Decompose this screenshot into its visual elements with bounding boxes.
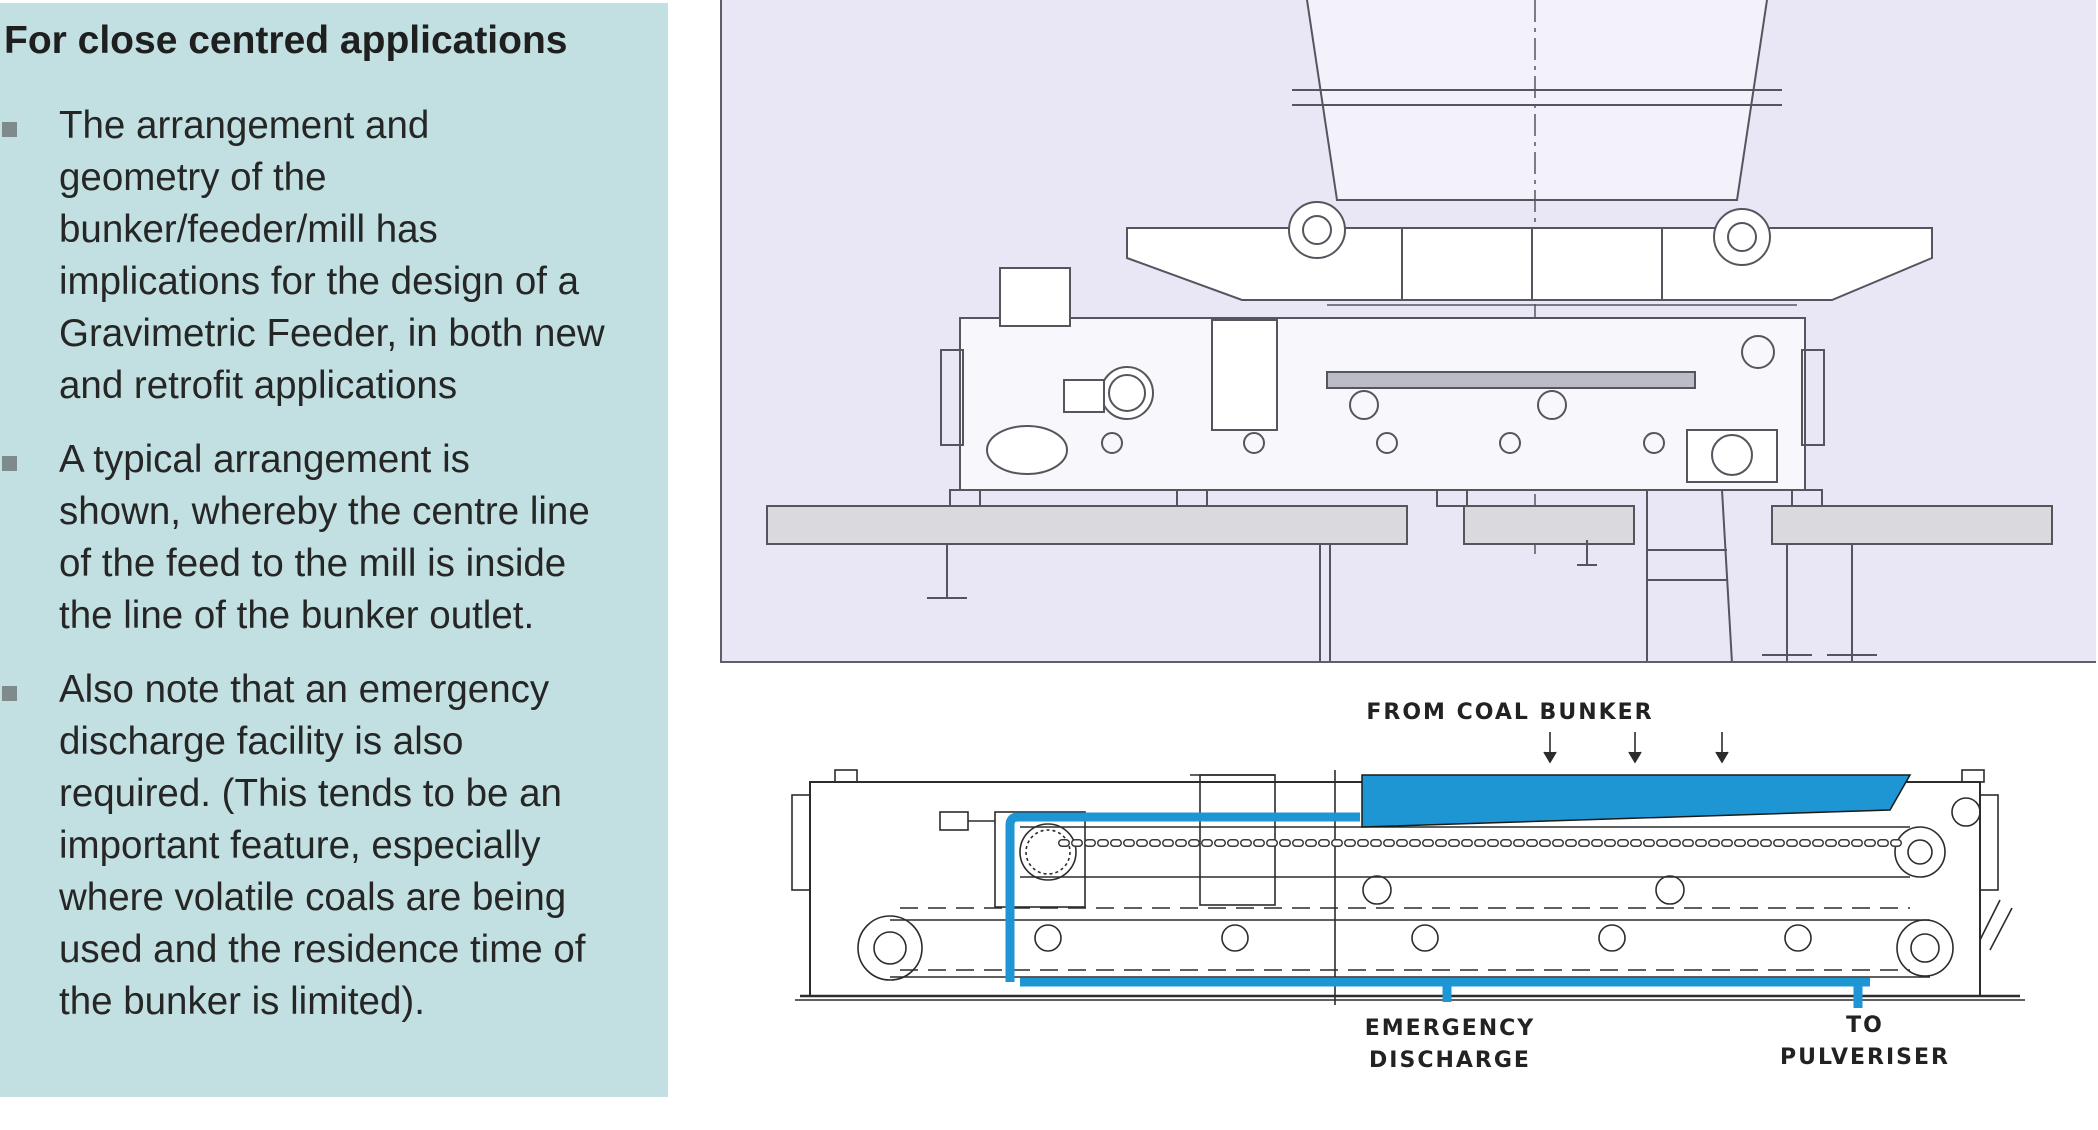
bullet-square-icon — [2, 456, 17, 471]
panel-heading: For close centred applications — [4, 19, 568, 62]
label-to-line2: PULVERISER — [1780, 1045, 1950, 1070]
elevation-svg — [766, 0, 2053, 661]
bullet-text: A typical arrangement is shown, whereby … — [59, 438, 590, 637]
label-emergency-line1: EMERGENCY — [1365, 1016, 1535, 1041]
feeder-schematic: FROM COAL BUNKER EMERGENCY DISCHARGE TO … — [780, 690, 2040, 1095]
bullet-square-icon — [2, 122, 17, 137]
bullet-square-icon — [2, 686, 17, 701]
label-emergency-line2: DISCHARGE — [1369, 1048, 1531, 1073]
feeder-elevation-drawing — [720, 0, 2096, 663]
bullet-text: The arrangement and geometry of the bunk… — [59, 104, 605, 407]
label-to-line1: TO — [1846, 1013, 1884, 1038]
label-from-coal-bunker: FROM COAL BUNKER — [1366, 700, 1653, 725]
bullet-text: Also note that an emergency discharge fa… — [59, 668, 586, 1023]
info-panel: For close centred applications The arran… — [0, 3, 668, 1097]
schematic-svg: FROM COAL BUNKER EMERGENCY DISCHARGE TO … — [791, 700, 2025, 1073]
